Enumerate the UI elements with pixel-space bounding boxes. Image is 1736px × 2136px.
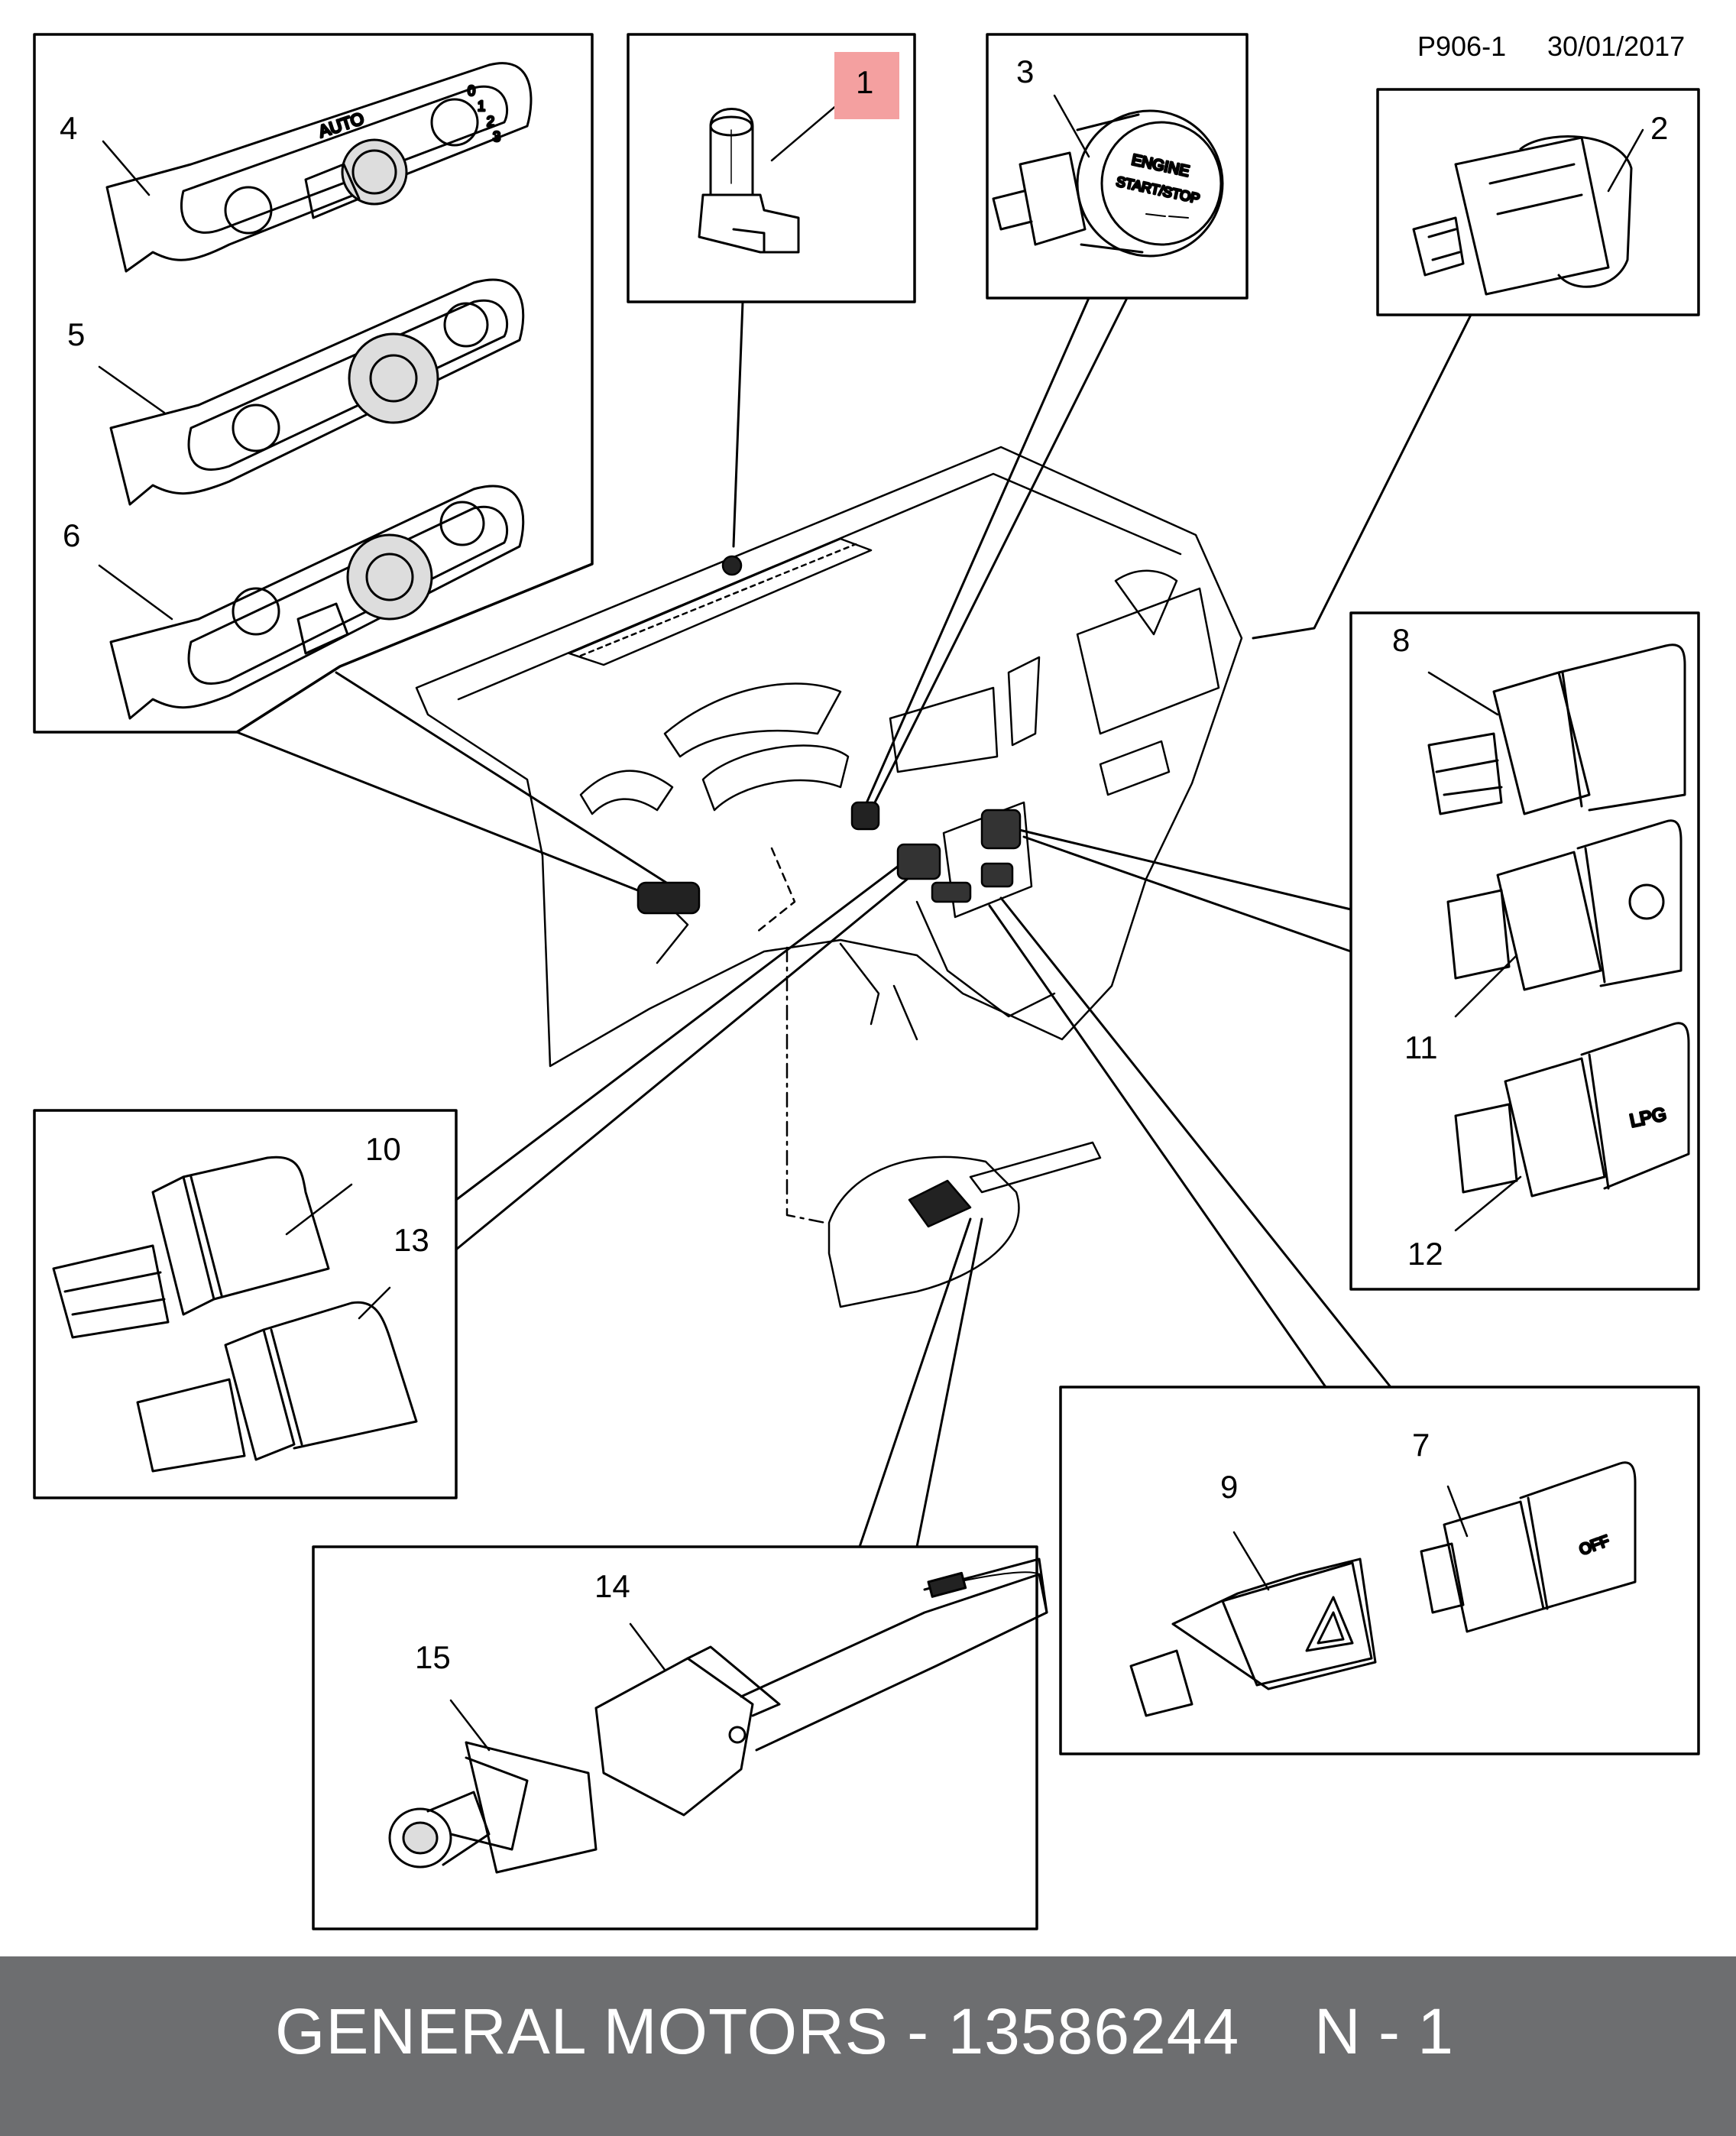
- part-3-start-button: [992, 109, 1224, 258]
- callout-12: 12: [1407, 1236, 1443, 1272]
- dial-0-marking: 0: [468, 83, 475, 99]
- lpg-marking: LPG: [1628, 1104, 1669, 1131]
- footer-quantity: N - 1: [1314, 1995, 1454, 2067]
- footer-brand-part-number: GENERAL MOTORS - 13586244: [275, 1995, 1240, 2067]
- callout-leaders: [98, 94, 1644, 1752]
- inset-frame-10-13: [33, 1109, 458, 1499]
- inset-frame-7-9: [1059, 1386, 1700, 1755]
- part-11-button: [1446, 819, 1683, 991]
- part-8-button: [1427, 643, 1686, 815]
- parts-diagram: ENGINE START/STOP AUTO 0 1 2 3: [33, 33, 1700, 1930]
- leader-lines: [235, 297, 1472, 1548]
- diagram-code: P906-1: [1417, 31, 1507, 62]
- inset-frame-8-11-12: [1349, 611, 1700, 1291]
- callout-numbers: 1 2 3 4 5 6 7 8 9 10 11 12 13 14 15: [60, 53, 1668, 1675]
- callout-6: 6: [63, 517, 80, 553]
- part-5-light-switch: [109, 278, 525, 506]
- part-10-button: [52, 1156, 330, 1339]
- callout-1-highlight: [834, 52, 899, 119]
- callout-8: 8: [1392, 622, 1410, 658]
- part-9-hazard-switch: [1129, 1557, 1377, 1717]
- callout-3: 3: [1016, 53, 1034, 89]
- part-2-switch: [1412, 135, 1633, 296]
- part-15-turn-signal-switch: [388, 1741, 598, 1874]
- callout-9: 9: [1220, 1469, 1238, 1505]
- callout-1: 1: [856, 64, 873, 100]
- callout-14: 14: [594, 1568, 630, 1604]
- part-14-wiper-switch: [594, 1557, 1048, 1817]
- part-6-light-switch: [109, 485, 525, 720]
- callout-11: 11: [1404, 1029, 1438, 1065]
- footer-bar: GENERAL MOTORS - 13586244 N - 1: [0, 1956, 1736, 2136]
- inset-frame-3: [986, 33, 1249, 300]
- inset-frame-lighting: [33, 33, 594, 734]
- inset-frame-2: [1376, 88, 1700, 316]
- diagram-date: 30/01/2017: [1547, 31, 1686, 62]
- off-marking: OFF: [1577, 1532, 1611, 1558]
- inset-frames: [33, 33, 1700, 1930]
- callout-2: 2: [1650, 110, 1668, 146]
- part-13-button: [136, 1301, 418, 1473]
- inset-frame-1: [627, 33, 916, 303]
- callout-13: 13: [394, 1222, 429, 1258]
- callout-10: 10: [365, 1131, 401, 1167]
- callout-15: 15: [415, 1639, 451, 1675]
- callout-4: 4: [60, 110, 77, 146]
- callout-5: 5: [67, 316, 85, 352]
- part-1-sensor: [698, 108, 800, 254]
- dial-1-marking: 1: [478, 99, 485, 114]
- engine-button-text-2: START/STOP: [1115, 173, 1201, 206]
- engine-button-text-1: ENGINE: [1130, 151, 1191, 180]
- inset-frame-14-15: [312, 1545, 1038, 1930]
- dial-2-marking: 2: [487, 114, 494, 129]
- part-4-light-switch: [105, 62, 533, 273]
- callout-7: 7: [1412, 1427, 1430, 1463]
- dial-3-marking: 3: [493, 129, 500, 144]
- part-7-button: [1420, 1461, 1637, 1633]
- dashboard-assembly: [415, 446, 1243, 1308]
